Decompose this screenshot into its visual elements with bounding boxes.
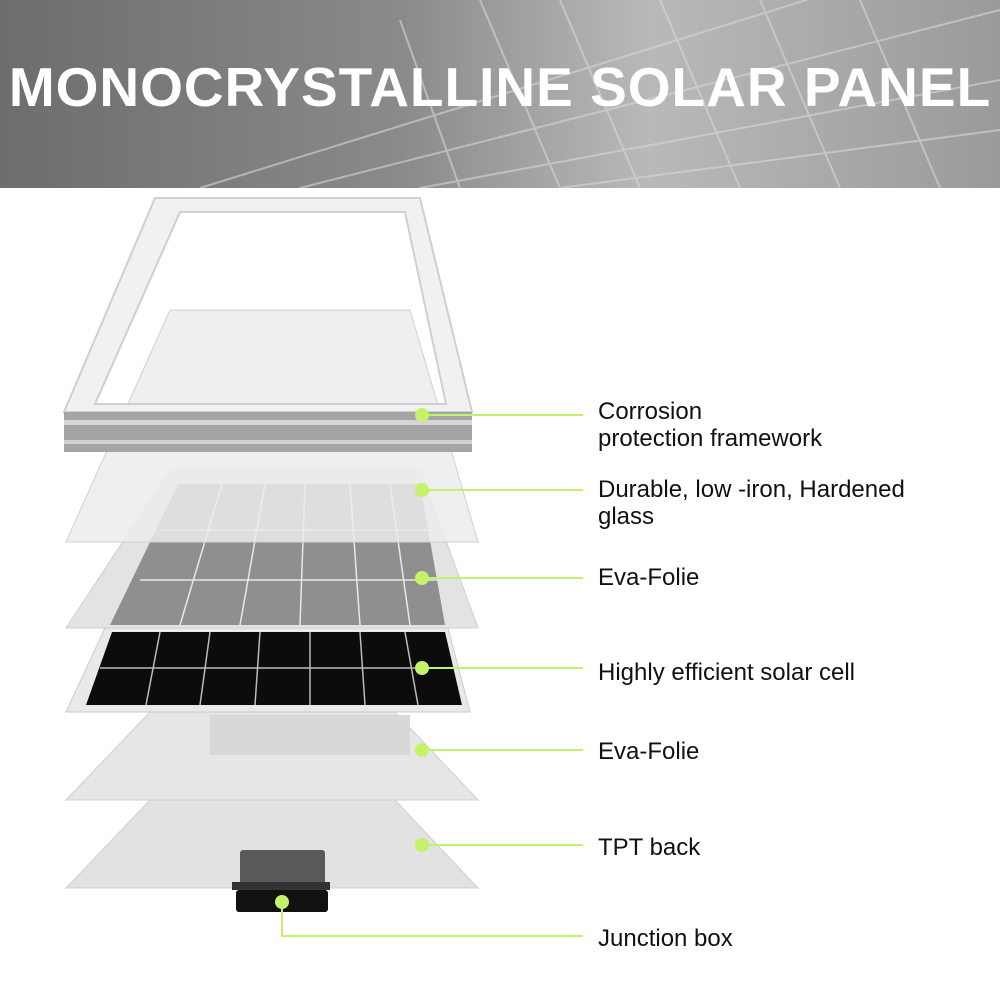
callout-dot xyxy=(415,483,429,497)
exploded-panel-diagram xyxy=(62,197,583,937)
label-line: glass xyxy=(598,503,655,530)
callout-dot xyxy=(415,408,429,422)
callout-dot xyxy=(415,743,429,757)
callout-dot xyxy=(415,661,429,675)
callout-dot xyxy=(275,895,289,909)
callout-dot xyxy=(415,838,429,852)
label-tpt-back: TPT back xyxy=(598,834,701,861)
page-title: MONOCRYSTALLINE SOLAR PANEL xyxy=(8,56,992,118)
callout-dot xyxy=(415,571,429,585)
label-line: Durable, low -iron, Hardened xyxy=(598,476,905,503)
label-solar-cell: Highly efficient solar cell xyxy=(598,659,856,686)
label-line: Corrosion xyxy=(598,398,703,425)
solar-panel-background-image xyxy=(199,0,1000,188)
label-junction-box: Junction box xyxy=(598,925,733,952)
label-eva-folie-2: Eva-Folie xyxy=(598,738,700,765)
frame-layer xyxy=(62,197,474,452)
header-banner: MONOCRYSTALLINE SOLAR PANEL xyxy=(0,0,1000,188)
label-line: protection framework xyxy=(598,425,823,452)
label-eva-folie-1: Eva-Folie xyxy=(598,564,700,591)
